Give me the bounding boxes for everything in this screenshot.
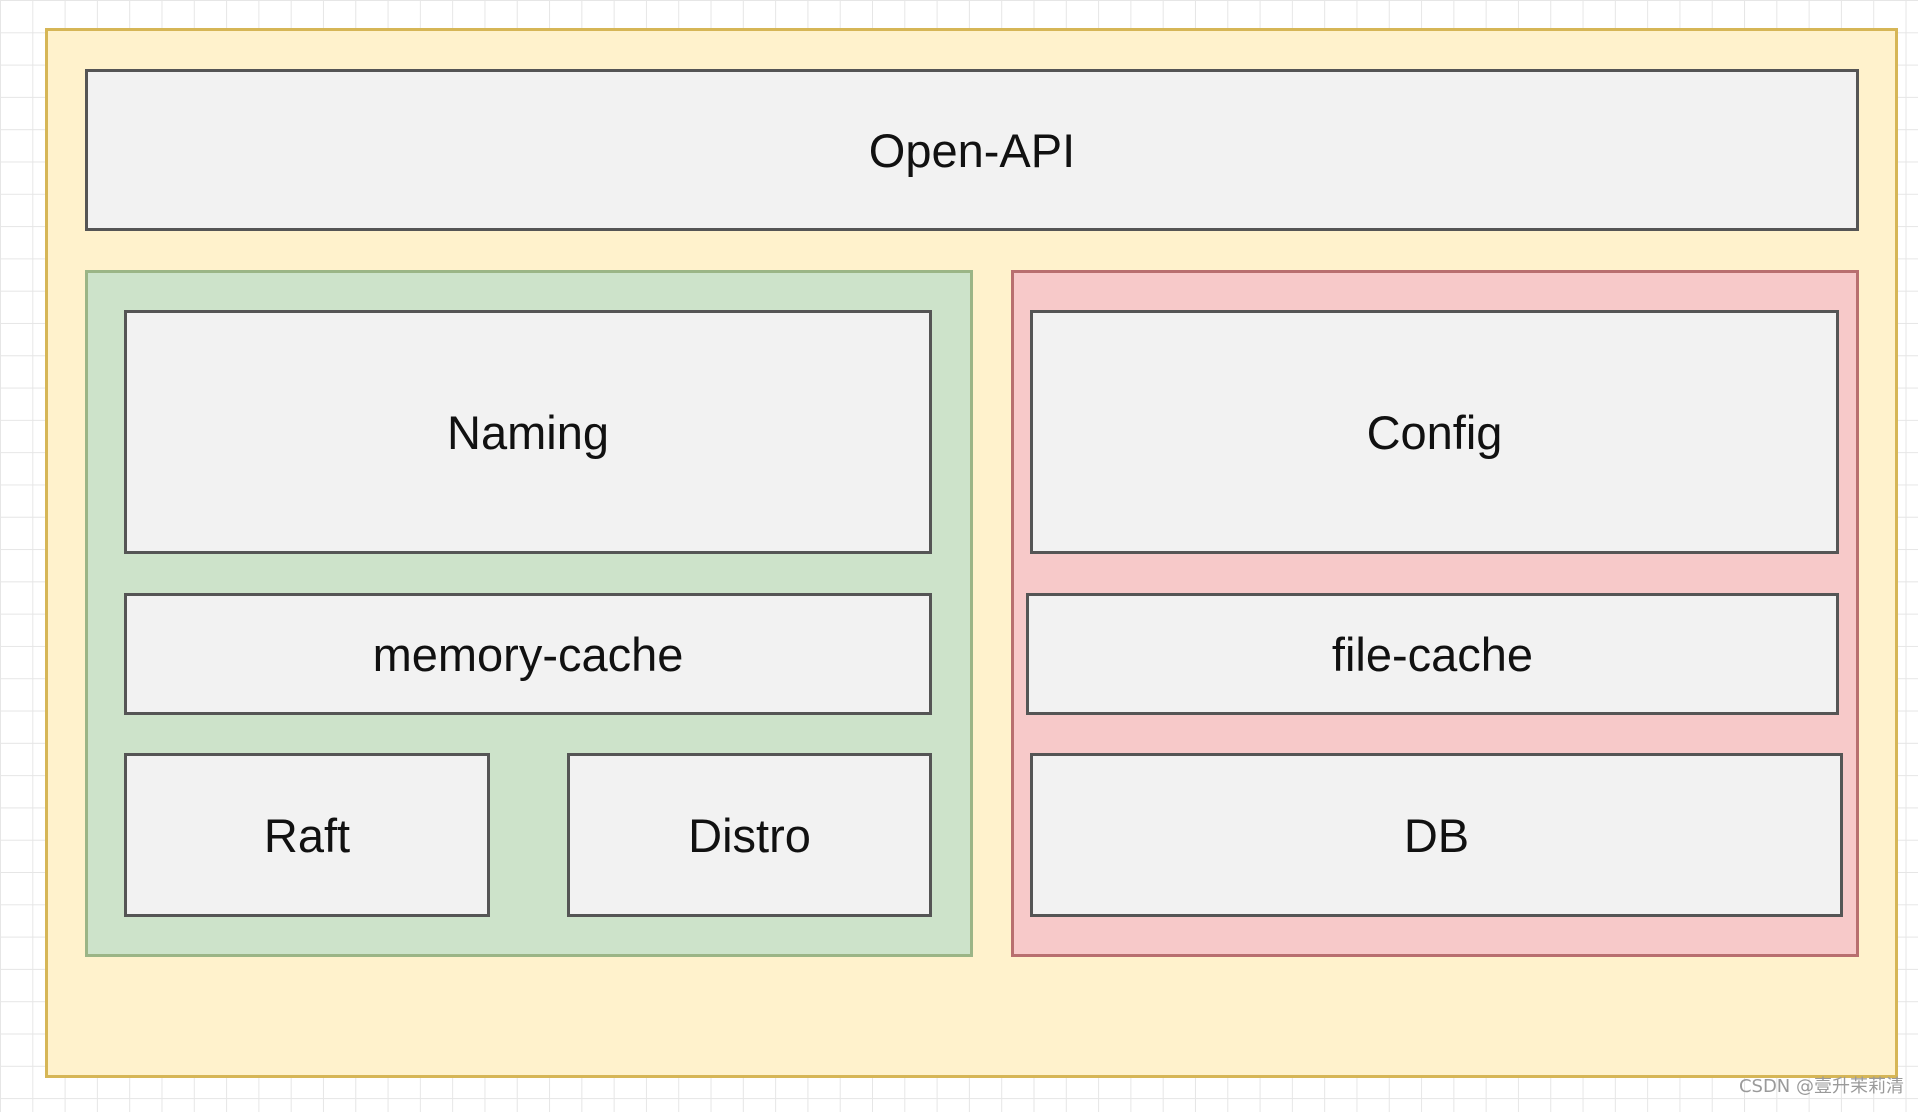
config-box: Config (1030, 310, 1839, 554)
distro-box: Distro (567, 753, 932, 917)
db-label: DB (1403, 808, 1470, 862)
distro-label: Distro (688, 808, 811, 862)
watermark: CSDN @壹升茉莉清 (1738, 1076, 1904, 1097)
config-label: Config (1366, 405, 1503, 459)
raft-label: Raft (263, 808, 351, 862)
file-cache-box: file-cache (1026, 593, 1839, 715)
memory-cache-label: memory-cache (372, 627, 684, 681)
file-cache-label: file-cache (1331, 627, 1534, 681)
naming-label: Naming (447, 405, 609, 459)
naming-box: Naming (124, 310, 932, 554)
memory-cache-box: memory-cache (124, 593, 932, 715)
raft-box: Raft (124, 753, 490, 917)
db-box: DB (1030, 753, 1843, 917)
open-api-label: Open-API (868, 123, 1076, 177)
open-api-box: Open-API (85, 69, 1859, 231)
